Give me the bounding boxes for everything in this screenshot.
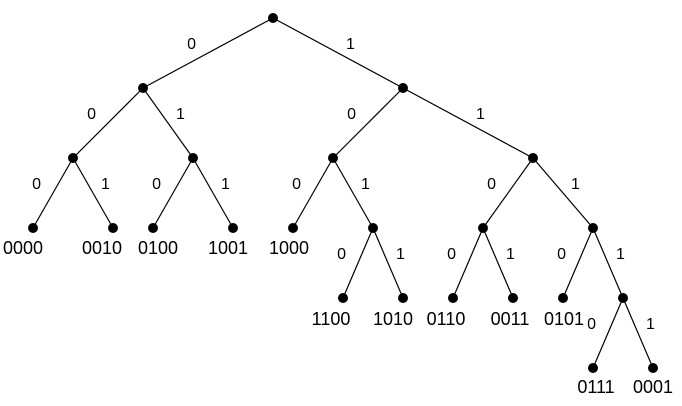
tree-edge xyxy=(192,157,234,229)
internal-node xyxy=(398,83,408,93)
internal-node xyxy=(368,223,378,233)
leaf-node xyxy=(288,223,298,233)
edge-label: 0 xyxy=(557,246,566,263)
internal-node xyxy=(478,223,488,233)
tree-edge xyxy=(592,227,624,299)
tree-edge xyxy=(482,157,534,229)
edge-label: 1 xyxy=(346,36,355,53)
internal-node xyxy=(528,153,538,163)
tree-edge xyxy=(142,17,274,89)
internal-node xyxy=(618,293,628,303)
edge-label: 1 xyxy=(506,246,515,263)
edge-label: 0 xyxy=(487,176,496,193)
leaf-label: 0111 xyxy=(577,377,614,397)
tree-edge xyxy=(72,87,144,159)
edges-layer xyxy=(32,17,654,369)
internal-node xyxy=(188,153,198,163)
tree-edge xyxy=(342,227,374,299)
leaf-label: 0010 xyxy=(82,238,122,258)
edge-label: 0 xyxy=(152,176,161,193)
tree-edge xyxy=(452,227,484,299)
tree-edge xyxy=(332,87,404,159)
internal-node xyxy=(588,223,598,233)
leaf-label: 1000 xyxy=(269,238,309,258)
edge-label: 0 xyxy=(292,176,301,193)
leaf-node xyxy=(148,223,158,233)
internal-node xyxy=(68,153,78,163)
leaf-label: 1001 xyxy=(208,238,248,258)
tree-edge xyxy=(592,297,624,369)
edge-label: 1 xyxy=(176,106,185,123)
leaf-node xyxy=(448,293,458,303)
leaf-node xyxy=(558,293,568,303)
tree-edge xyxy=(292,157,334,229)
edge-label: 0 xyxy=(587,316,596,333)
internal-node xyxy=(138,83,148,93)
edge-label: 1 xyxy=(396,246,405,263)
leaf-node xyxy=(508,293,518,303)
tree-edge xyxy=(402,87,534,159)
tree-edge xyxy=(142,87,194,159)
edge-label: 0 xyxy=(347,106,356,123)
leaf-node xyxy=(398,293,408,303)
leaf-label: 1010 xyxy=(373,309,413,329)
tree-edge xyxy=(332,157,374,229)
tree-edge xyxy=(532,157,594,229)
leaf-node xyxy=(648,363,658,373)
edge-label: 0 xyxy=(87,106,96,123)
internal-node xyxy=(268,13,278,23)
leaf-label: 0100 xyxy=(138,238,178,258)
tree-edge xyxy=(372,227,404,299)
leaf-node xyxy=(228,223,238,233)
leaf-label: 0000 xyxy=(3,238,43,258)
tree-edge xyxy=(622,297,654,369)
edge-label: 0 xyxy=(337,246,346,263)
leaf-node xyxy=(28,223,38,233)
leaf-node xyxy=(338,293,348,303)
tree-edge xyxy=(562,227,594,299)
edge-label: 0 xyxy=(187,36,196,53)
edge-label: 0 xyxy=(447,246,456,263)
tree-edge xyxy=(272,17,404,89)
leaf-label: 0101 xyxy=(544,309,584,329)
edge-label: 1 xyxy=(101,176,110,193)
internal-node xyxy=(328,153,338,163)
edge-label: 1 xyxy=(616,246,625,263)
nodes-layer xyxy=(28,13,658,373)
leaf-node xyxy=(588,363,598,373)
edge-label: 1 xyxy=(476,106,485,123)
edge-label: 1 xyxy=(221,176,230,193)
leaf-label: 0011 xyxy=(491,309,530,329)
edge-label: 0 xyxy=(32,176,41,193)
tree-edge xyxy=(152,157,194,229)
tree-edge xyxy=(32,157,74,229)
edge-label: 1 xyxy=(646,316,655,333)
tree-edge xyxy=(482,227,514,299)
tree-edge xyxy=(72,157,114,229)
leaf-label: 1100 xyxy=(312,309,351,329)
leaf-label: 0110 xyxy=(427,309,466,329)
edge-label: 1 xyxy=(571,176,580,193)
leaf-node xyxy=(108,223,118,233)
leaf-label: 0001 xyxy=(633,377,673,397)
edge-label: 1 xyxy=(361,176,370,193)
